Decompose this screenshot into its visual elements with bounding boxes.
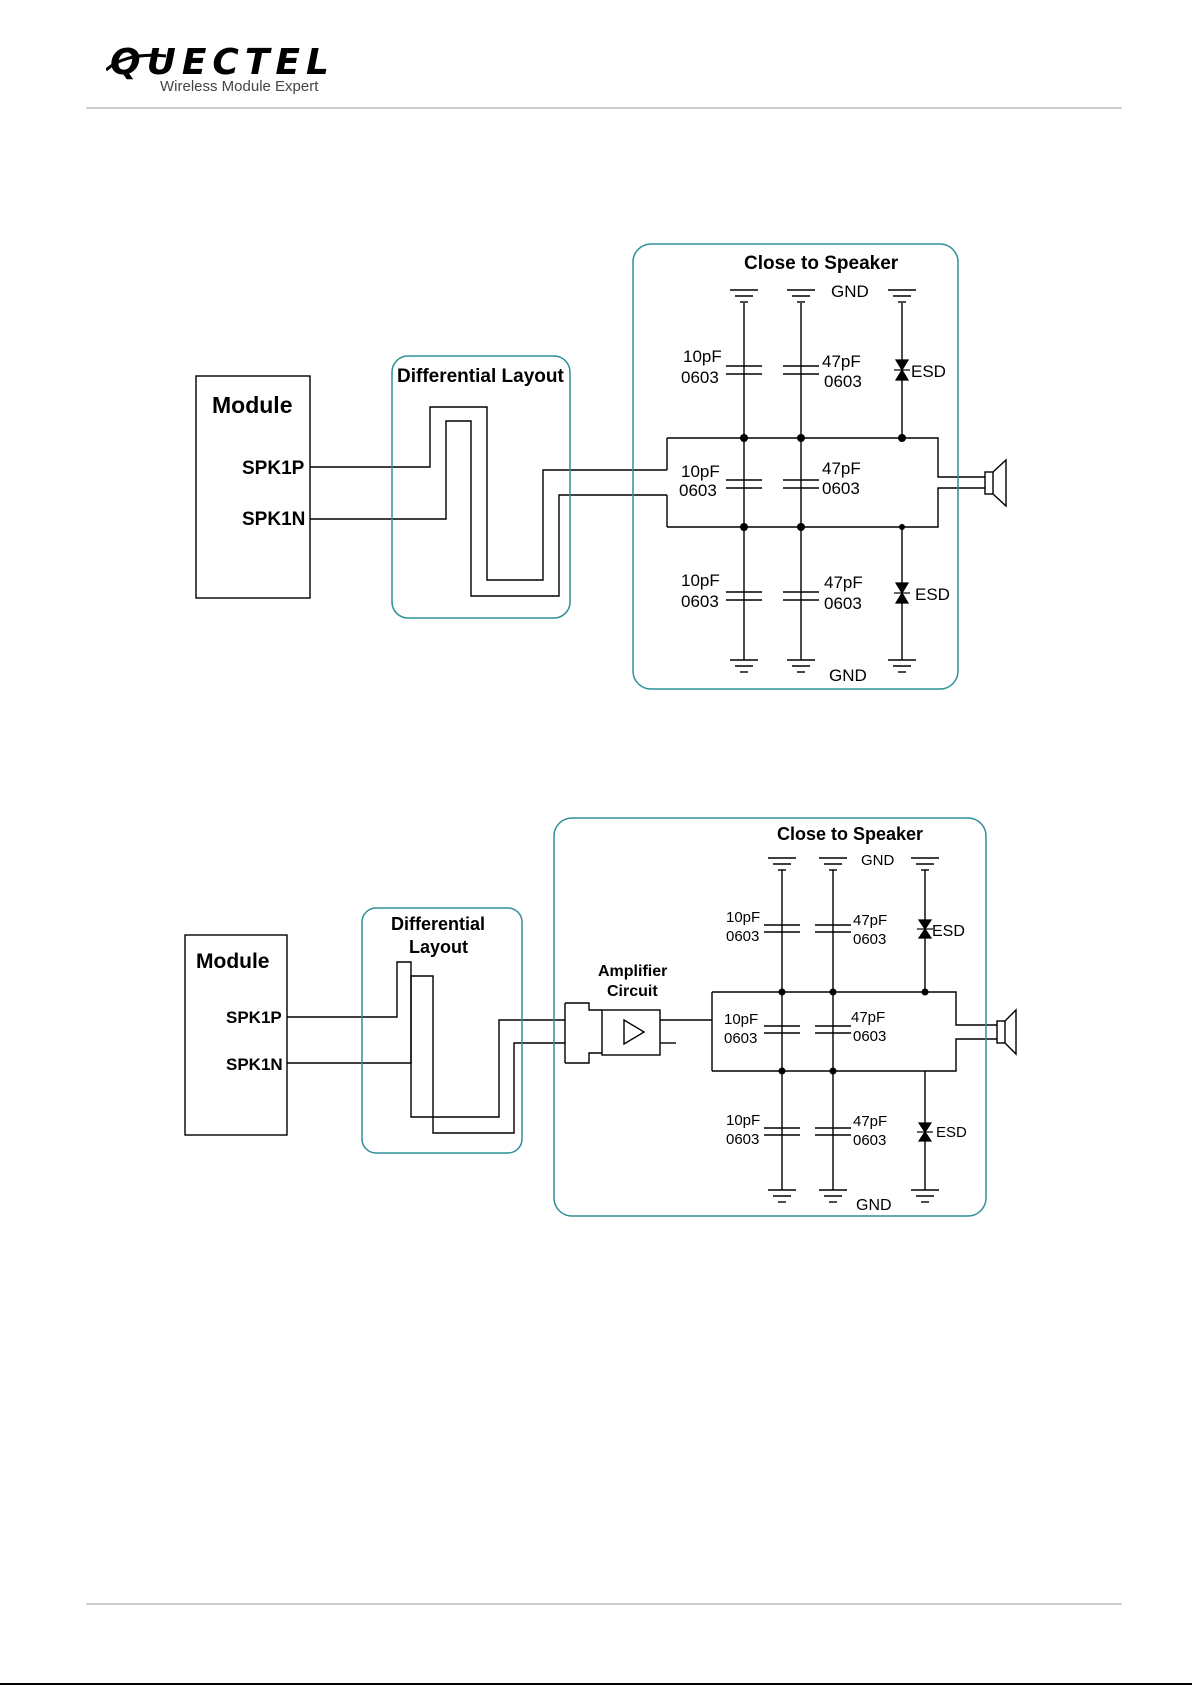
cap-top-left-value: 10pF	[726, 909, 760, 926]
cap-bot-left-value: 10pF	[681, 571, 720, 590]
junction-dots	[778, 988, 929, 1075]
gnd-symbol-top-1	[730, 289, 758, 303]
spk1n-label: SPK1N	[226, 1055, 283, 1074]
gnd-symbol-top-2	[787, 289, 815, 303]
cap-bot-right-value: 47pF	[824, 573, 863, 592]
gnd-symbol-bottom-3	[888, 659, 916, 673]
module-box	[184, 934, 288, 1136]
cap-top-right-package: 0603	[853, 931, 886, 948]
gnd-symbol-top-1	[768, 857, 796, 871]
spk1p-label: SPK1P	[242, 458, 305, 479]
esd-label-top: ESD	[932, 923, 965, 940]
cap-bot-right-package: 0603	[853, 1132, 886, 1149]
cap-mid-left-package: 0603	[679, 481, 717, 500]
gnd-symbol-bottom-1	[730, 659, 758, 673]
cap-mid-right-value: 47pF	[822, 459, 861, 478]
spk1p-label: SPK1P	[226, 1008, 282, 1027]
close-to-speaker-label: Close to Speaker	[744, 253, 899, 274]
speaker-icon	[996, 1008, 1017, 1056]
gnd-symbol-top-2	[819, 857, 847, 871]
esd-diode-top	[894, 359, 910, 381]
cap-top-right-value: 47pF	[822, 352, 861, 371]
cap-top-left-value: 10pF	[683, 347, 722, 366]
gnd-symbol-bottom-2	[787, 659, 815, 673]
header-rule	[86, 107, 1122, 109]
cap-bot-right-value: 47pF	[853, 1113, 887, 1130]
gnd-label-top: GND	[831, 282, 869, 301]
esd-diode-top	[917, 919, 933, 939]
cap-mid-left-value: 10pF	[681, 462, 720, 481]
close-to-speaker-region	[632, 243, 959, 690]
cap-top-right-value: 47pF	[853, 912, 887, 929]
gnd-symbol-bottom-2	[819, 1189, 847, 1203]
gnd-label-bottom: GND	[856, 1197, 892, 1214]
cap-top-right-package: 0603	[824, 372, 862, 391]
differential-layout-label-line1: Differential	[391, 914, 485, 934]
cap-top-left-package: 0603	[726, 928, 759, 945]
esd-diode-bottom	[894, 582, 910, 604]
esd-label-bottom: ESD	[936, 1124, 967, 1141]
amplifier-label-line2: Circuit	[607, 983, 658, 1000]
gnd-label-top: GND	[861, 852, 895, 869]
cap-mid-right-package: 0603	[853, 1028, 886, 1045]
differential-layout-label: Differential Layout	[397, 366, 564, 387]
esd-diode-bottom	[917, 1122, 933, 1142]
module-box	[195, 375, 311, 599]
cap-top-left-package: 0603	[681, 368, 719, 387]
diagram-amplified-speaker: Module SPK1P SPK1N Differential Layout A…	[184, 817, 1017, 1217]
differential-layout-region	[361, 907, 523, 1154]
gnd-symbol-bottom-1	[768, 1189, 796, 1203]
esd-label-top: ESD	[911, 362, 946, 381]
footer-rule	[86, 1603, 1122, 1605]
esd-label-bottom: ESD	[915, 585, 950, 604]
spk1n-label: SPK1N	[242, 509, 305, 530]
junction-dots	[740, 434, 906, 531]
differential-layout-region	[391, 355, 571, 619]
cap-bot-left-package: 0603	[726, 1131, 759, 1148]
close-to-speaker-label: Close to Speaker	[777, 824, 923, 844]
diagram-direct-speaker: Module SPK1P SPK1N Differential Layout C…	[195, 243, 1007, 690]
page-bottom-edge	[0, 1683, 1192, 1685]
cap-bot-left-package: 0603	[681, 592, 719, 611]
cap-mid-left-value: 10pF	[724, 1011, 758, 1028]
cap-mid-right-package: 0603	[822, 479, 860, 498]
module-label: Module	[212, 392, 293, 418]
module-label: Module	[196, 950, 270, 973]
cap-bot-left-value: 10pF	[726, 1112, 760, 1129]
amplifier-box	[601, 1009, 661, 1056]
cap-mid-right-value: 47pF	[851, 1009, 885, 1026]
brand-tagline: Wireless Module Expert	[160, 78, 319, 95]
cap-bot-right-package: 0603	[824, 594, 862, 613]
amplifier-label-line1: Amplifier	[598, 963, 667, 980]
gnd-symbol-top-3	[911, 857, 939, 871]
differential-layout-label-line2: Layout	[409, 937, 468, 957]
amplifier-triangle-icon	[623, 1018, 646, 1046]
speaker-icon	[984, 458, 1007, 508]
cap-mid-left-package: 0603	[724, 1030, 757, 1047]
gnd-symbol-top-3	[888, 289, 916, 303]
gnd-label-bottom: GND	[829, 666, 867, 685]
gnd-symbol-bottom-3	[911, 1189, 939, 1203]
brand-swoosh-icon	[106, 53, 167, 72]
close-to-speaker-region	[553, 817, 987, 1217]
brand-name: QUECTEL	[110, 42, 335, 83]
